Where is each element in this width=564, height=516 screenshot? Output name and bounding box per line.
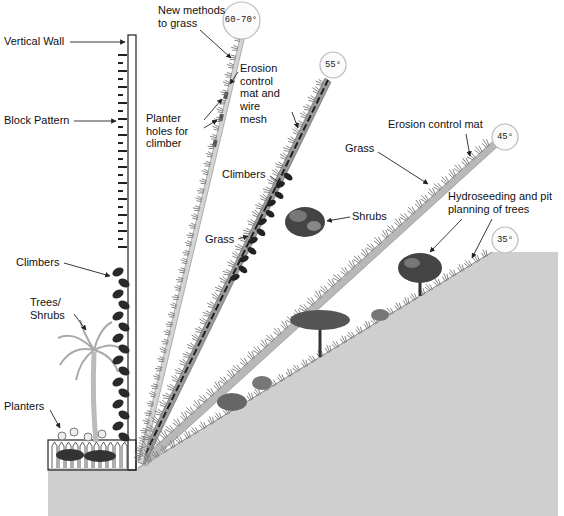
ground (48, 252, 558, 516)
part-label: Vertical Wall (4, 35, 64, 48)
angle-circle: 60-70° (222, 1, 261, 40)
slope-45-band (138, 142, 497, 466)
angle-value: 35° (497, 235, 513, 245)
angle-value: 55° (325, 60, 341, 70)
part-label: Erosion control mat (388, 118, 483, 131)
umbrella-tree (290, 310, 350, 357)
block-pattern (118, 55, 127, 247)
part-label: Climbers (222, 168, 265, 181)
part-label: Hydroseeding and pit planning of trees (448, 190, 558, 215)
part-label: Planters (4, 400, 44, 413)
part-label: Erosion control mat and wire mesh (240, 62, 290, 125)
planter-fence (52, 442, 127, 468)
planter-box (48, 440, 136, 470)
angle-circle: 45° (491, 123, 519, 151)
angle-value: 60-70° (225, 15, 257, 25)
part-label: Planter holes for climber (146, 112, 202, 150)
vertical-wall (128, 35, 136, 470)
tree (398, 253, 442, 296)
part-label: Block Pattern (4, 114, 69, 127)
wire-mesh (141, 80, 328, 463)
slope-55-band (138, 78, 331, 464)
planter-flowers (56, 428, 116, 462)
angle-circle: 35° (491, 226, 519, 254)
part-label: Climbers (16, 256, 59, 269)
part-label: New methods to grass (158, 4, 228, 29)
grass-tufts (134, 36, 489, 463)
part-label: Shrubs (352, 210, 387, 223)
slope-climbers (229, 171, 294, 282)
small-shrubs (217, 309, 389, 411)
angle-circle: 55° (319, 51, 347, 79)
part-label: Grass (345, 142, 374, 155)
leader-lines (50, 30, 492, 428)
part-label: Trees/ Shrubs (30, 296, 72, 321)
wall-climbers (111, 266, 131, 444)
shrub (285, 207, 325, 237)
part-label: Grass (205, 233, 234, 246)
angle-value: 45° (497, 132, 513, 142)
